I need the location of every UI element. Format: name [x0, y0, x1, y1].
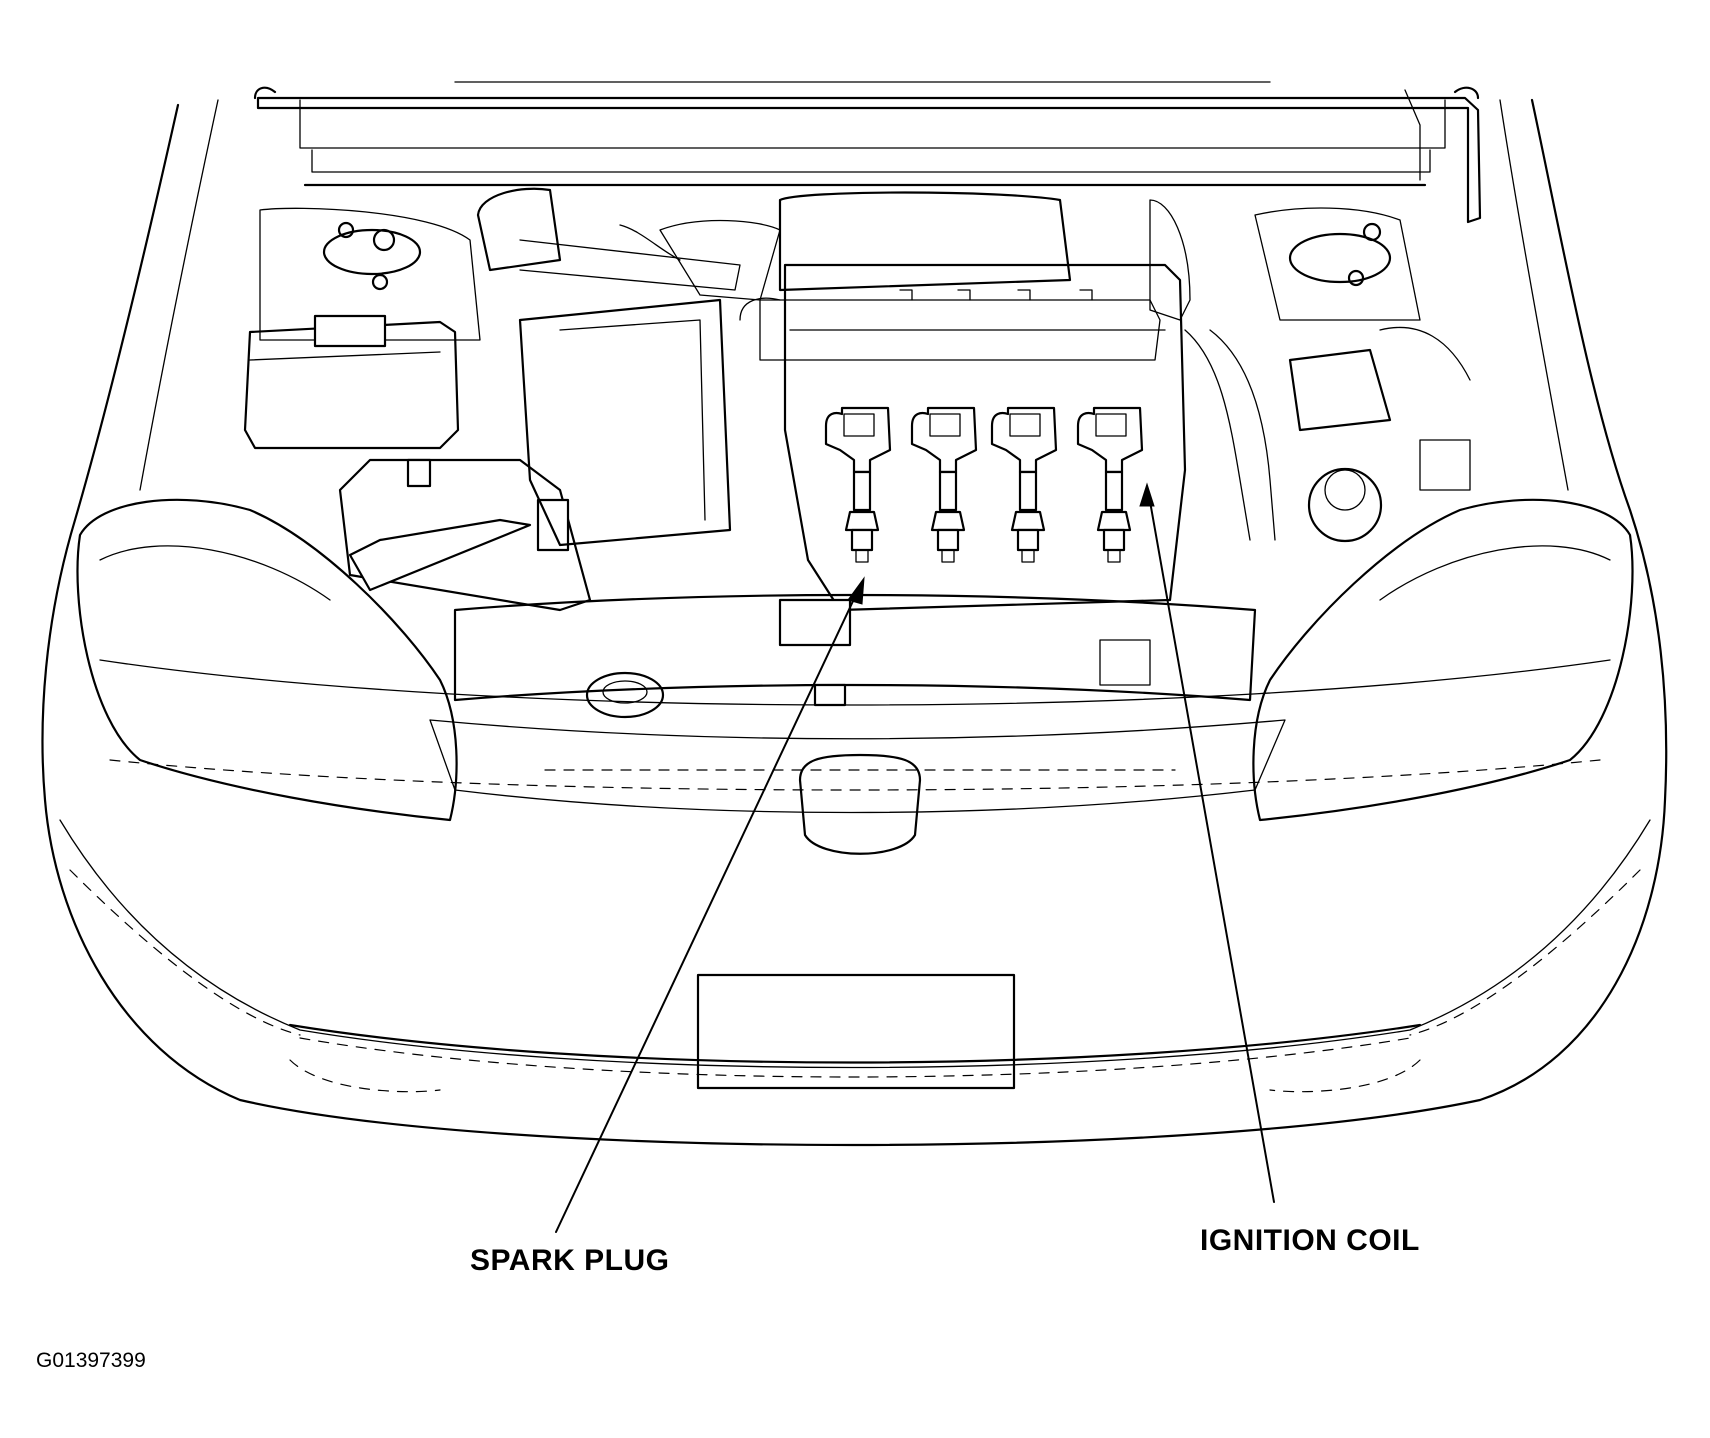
ignition-coil-label: IGNITION COIL: [1200, 1224, 1420, 1257]
ignition-coil-1: [824, 406, 892, 563]
ignition-coil-4: [1076, 406, 1144, 563]
license-plate: [696, 973, 1016, 1090]
radiator-support: [453, 593, 1257, 719]
intake-manifold: [739, 191, 1161, 361]
car-body: [41, 98, 1668, 1147]
ignition-coil-3: [990, 406, 1058, 563]
strut-towers: [259, 207, 1421, 341]
fuse-box: [243, 314, 460, 450]
air-intake: [476, 187, 781, 547]
battery: [338, 458, 592, 612]
ignition-coil-leader: [1139, 482, 1275, 1203]
right-components: [1149, 199, 1471, 543]
hood: [253, 81, 1482, 224]
ignition-coil-2: [910, 406, 978, 563]
spark-plug-label: SPARK PLUG: [470, 1244, 670, 1277]
spark-plug-leader: [555, 576, 865, 1233]
grille: [429, 719, 1286, 855]
figure-code: G01397399: [36, 1349, 146, 1372]
valve-cover: [783, 263, 1187, 612]
ignition-coils: [824, 406, 1144, 563]
headlights: [76, 498, 1634, 822]
